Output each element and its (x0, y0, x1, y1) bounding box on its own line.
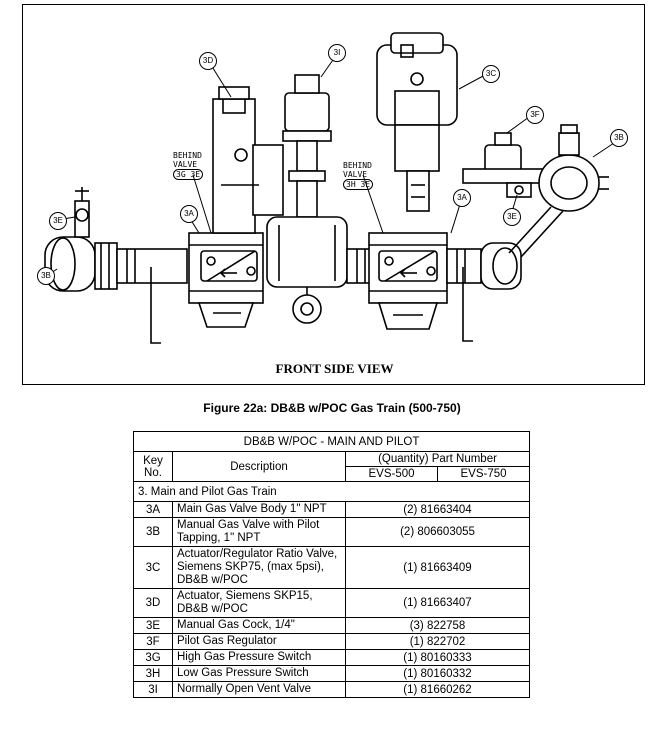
row-description: Manual Gas Valve with Pilot Tapping, 1" … (172, 517, 346, 547)
row-part-number: (1) 81660262 (345, 681, 530, 698)
row-part-number: (2) 81663404 (345, 501, 530, 518)
header-model-500: EVS-500 (345, 466, 438, 482)
behind-valve-left-line1: BEHIND (173, 151, 202, 160)
gas-train-drawing (44, 32, 618, 344)
left-manual-valve (44, 236, 118, 292)
callout-3i: 3I (328, 44, 346, 62)
table-title: DB&B W/POC - MAIN AND PILOT (133, 431, 530, 452)
callout-3e-right: 3E (503, 208, 521, 226)
row-key: 3C (133, 546, 173, 589)
row-key: 3E (133, 617, 173, 634)
behind-valve-right-tags: 3H 3E (343, 179, 374, 190)
row-part-number: (1) 80160333 (345, 649, 530, 666)
row-description: Actuator/Regulator Ratio Valve, Siemens … (172, 546, 346, 589)
row-key: 3B (133, 517, 173, 547)
actuator-3c (376, 32, 458, 212)
header-part-number: (Quantity) Part Number (345, 451, 530, 467)
row-description: Actuator, Siemens SKP15, DB&B w/POC (172, 588, 346, 618)
callout-3a-left: 3A (180, 205, 198, 223)
behind-valve-right-line1: BEHIND (343, 161, 372, 170)
vent-valve (266, 74, 348, 324)
table-section: 3. Main and Pilot Gas Train (133, 481, 530, 502)
callout-3a-right: 3A (453, 189, 471, 207)
row-description: Main Gas Valve Body 1" NPT (172, 501, 346, 518)
behind-valve-right-label: BEHIND VALVE 3H 3E (343, 161, 374, 190)
header-description: Description (172, 451, 346, 482)
drawing-frame: 3D 3I 3C 3F 3B 3A 3A 3E 3B 3E BEHIND VAL… (22, 4, 645, 385)
callout-3e-left: 3E (49, 212, 67, 230)
row-part-number: (3) 822758 (345, 617, 530, 634)
row-part-number: (2) 806603055 (345, 517, 530, 547)
table-title-row: DB&B W/POC - MAIN AND PILOT (133, 431, 530, 452)
callout-3f: 3F (526, 106, 544, 124)
row-part-number: (1) 80160332 (345, 665, 530, 682)
table-section-row: 3. Main and Pilot Gas Train (133, 481, 530, 502)
callout-3d: 3D (199, 52, 217, 70)
right-manual-valve (508, 124, 609, 258)
figure-caption: Figure 22a: DB&B w/POC Gas Train (500-75… (203, 401, 461, 415)
pilot-regulator (462, 132, 544, 198)
behind-valve-left-tags: 3G 3E (173, 169, 204, 180)
row-key: 3A (133, 501, 173, 518)
header-key: Key No. (133, 451, 173, 482)
row-description: Manual Gas Cock, 1/4" (172, 617, 346, 634)
row-key: 3G (133, 649, 173, 666)
left-pipe (116, 248, 188, 344)
row-key: 3H (133, 665, 173, 682)
callout-3c: 3C (482, 65, 500, 83)
right-main-valve (368, 232, 448, 330)
table-model-row: EVS-500 EVS-750 (134, 466, 530, 482)
row-description: High Gas Pressure Switch (172, 649, 346, 666)
left-gas-cock (74, 187, 90, 238)
row-description: Pilot Gas Regulator (172, 633, 346, 650)
left-main-valve (188, 232, 264, 328)
row-part-number: (1) 81663407 (345, 588, 530, 618)
table-header-row: Key No. Description (Quantity) Part Numb… (133, 451, 530, 482)
view-title: FRONT SIDE VIEW (275, 361, 394, 376)
right-pipe (446, 242, 522, 342)
row-key: 3D (133, 588, 173, 618)
behind-valve-right-line2: VALVE (343, 170, 368, 179)
callout-3b-right: 3B (610, 129, 628, 147)
row-description: Normally Open Vent Valve (172, 681, 346, 698)
behind-valve-left-label: BEHIND VALVE 3G 3E (173, 151, 204, 180)
header-model-750: EVS-750 (437, 466, 530, 482)
row-part-number: (1) 81663409 (345, 546, 530, 589)
row-key: 3I (133, 681, 173, 698)
actuator-3d (212, 86, 284, 234)
row-key: 3F (133, 633, 173, 650)
row-description: Low Gas Pressure Switch (172, 665, 346, 682)
parts-table: DB&B W/POC - MAIN AND PILOT Key No. Desc… (133, 431, 530, 698)
callout-3b-left: 3B (37, 267, 55, 285)
row-part-number: (1) 822702 (345, 633, 530, 650)
behind-valve-left-line2: VALVE (173, 160, 198, 169)
